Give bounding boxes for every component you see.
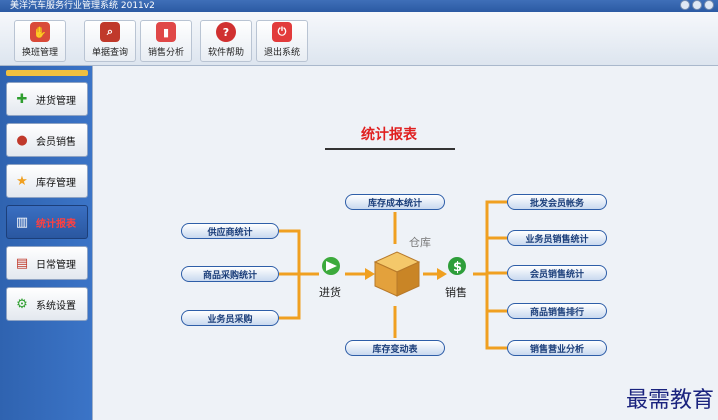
sidebar-item-member-sales[interactable]: ● 会员销售 xyxy=(6,123,88,157)
dollar-glyph: $ xyxy=(453,260,462,275)
toolbar-label: 退出系统 xyxy=(263,48,300,58)
right-bracket xyxy=(473,200,507,350)
bar-chart-icon: ▮ xyxy=(156,22,176,42)
sidebar-item-purchase[interactable]: ✚ 进货管理 xyxy=(6,82,88,116)
sidebar-item-label: 日常管理 xyxy=(36,259,76,271)
member-sales-stats-button[interactable]: 会员销售统计 xyxy=(507,265,607,281)
box-icon xyxy=(373,251,421,297)
help-icon: ? xyxy=(216,22,236,42)
right-margin xyxy=(696,66,718,420)
sidebar-item-label: 系统设置 xyxy=(36,300,76,312)
sidebar-item-inventory[interactable]: ★ 库存管理 xyxy=(6,164,88,198)
window-controls xyxy=(680,0,714,10)
sidebar-item-reports[interactable]: ▥ 统计报表 xyxy=(6,205,88,239)
handshake-icon: ✋ xyxy=(30,22,50,42)
sidebar-item-label: 统计报表 xyxy=(36,218,76,230)
flow-connectors: $ xyxy=(279,200,507,350)
label-purchase-in: 进货 xyxy=(319,286,341,299)
gear-icon: ⚙ xyxy=(16,296,28,312)
plus-icon: ✚ xyxy=(16,91,28,107)
arrow-head-out xyxy=(437,268,447,280)
sales-analysis-button[interactable]: ▮ 销售分析 xyxy=(140,20,192,62)
toolbar-label: 销售分析 xyxy=(147,48,184,58)
member-icon: ● xyxy=(16,132,28,148)
calendar-icon: ▤ xyxy=(15,255,29,271)
salesman-purchase-button[interactable]: 业务员采购 xyxy=(181,310,279,326)
window-title: 美洋汽车服务行业管理系统 2011v2 xyxy=(10,1,155,11)
left-bracket xyxy=(279,229,319,320)
watermark: 最需教育 xyxy=(625,388,714,413)
sidebar-item-daily[interactable]: ▤ 日常管理 xyxy=(6,246,88,280)
main-panel: $ 统计报表 供应商统计 商品采购统计 业务员采购 库存成本统计 库存变动表 批… xyxy=(92,66,696,420)
inventory-cost-stats-button[interactable]: 库存成本统计 xyxy=(345,194,445,210)
arrow-head-in xyxy=(365,268,375,280)
star-icon: ★ xyxy=(16,173,28,189)
sales-business-analysis-button[interactable]: 销售营业分析 xyxy=(507,340,607,356)
product-purchase-stats-button[interactable]: 商品采购统计 xyxy=(181,266,279,282)
magnifier-icon: ⌕ xyxy=(100,22,120,42)
chart-icon: ▥ xyxy=(15,214,29,230)
close-icon[interactable] xyxy=(704,0,714,10)
salesman-sales-stats-button[interactable]: 业务员销售统计 xyxy=(507,230,607,246)
shift-management-button[interactable]: ✋ 换班管理 xyxy=(14,20,66,62)
document-query-button[interactable]: ⌕ 单据查询 xyxy=(84,20,136,62)
exit-icon: ⏻ xyxy=(272,22,292,42)
product-sales-ranking-button[interactable]: 商品销售排行 xyxy=(507,303,607,319)
exit-system-button[interactable]: ⏻ 退出系统 xyxy=(256,20,308,62)
sidebar-item-label: 库存管理 xyxy=(36,177,76,189)
sidebar-item-label: 进货管理 xyxy=(36,95,76,107)
toolbar-label: 软件帮助 xyxy=(207,48,244,58)
toolbar-label: 换班管理 xyxy=(21,48,58,58)
minimize-icon[interactable] xyxy=(680,0,690,10)
wholesale-member-accounts-button[interactable]: 批发会员帐务 xyxy=(507,194,607,210)
toolbar-label: 单据查询 xyxy=(91,48,128,58)
sidebar-item-label: 会员销售 xyxy=(36,136,76,148)
label-sales: 销售 xyxy=(445,286,467,299)
toolbar: ✋ 换班管理 ⌕ 单据查询 ▮ 销售分析 ? 软件帮助 ⏻ 退出系统 xyxy=(0,12,718,66)
green-arrow-icon xyxy=(322,257,340,275)
label-warehouse: 仓库 xyxy=(409,236,431,249)
supplier-stats-button[interactable]: 供应商统计 xyxy=(181,223,279,239)
page-title: 统计报表 xyxy=(361,127,417,143)
sidebar-item-settings[interactable]: ⚙ 系统设置 xyxy=(6,287,88,321)
title-bar: 美洋汽车服务行业管理系统 2011v2 xyxy=(0,0,718,12)
sidebar: ✚ 进货管理 ● 会员销售 ★ 库存管理 ▥ 统计报表 ▤ 日常管理 ⚙ 系统设… xyxy=(0,66,92,420)
sidebar-top-strip xyxy=(6,70,88,76)
maximize-icon[interactable] xyxy=(692,0,702,10)
inventory-change-report-button[interactable]: 库存变动表 xyxy=(345,340,445,356)
software-help-button[interactable]: ? 软件帮助 xyxy=(200,20,252,62)
dollar-icon xyxy=(448,257,466,275)
title-underline xyxy=(325,148,455,150)
